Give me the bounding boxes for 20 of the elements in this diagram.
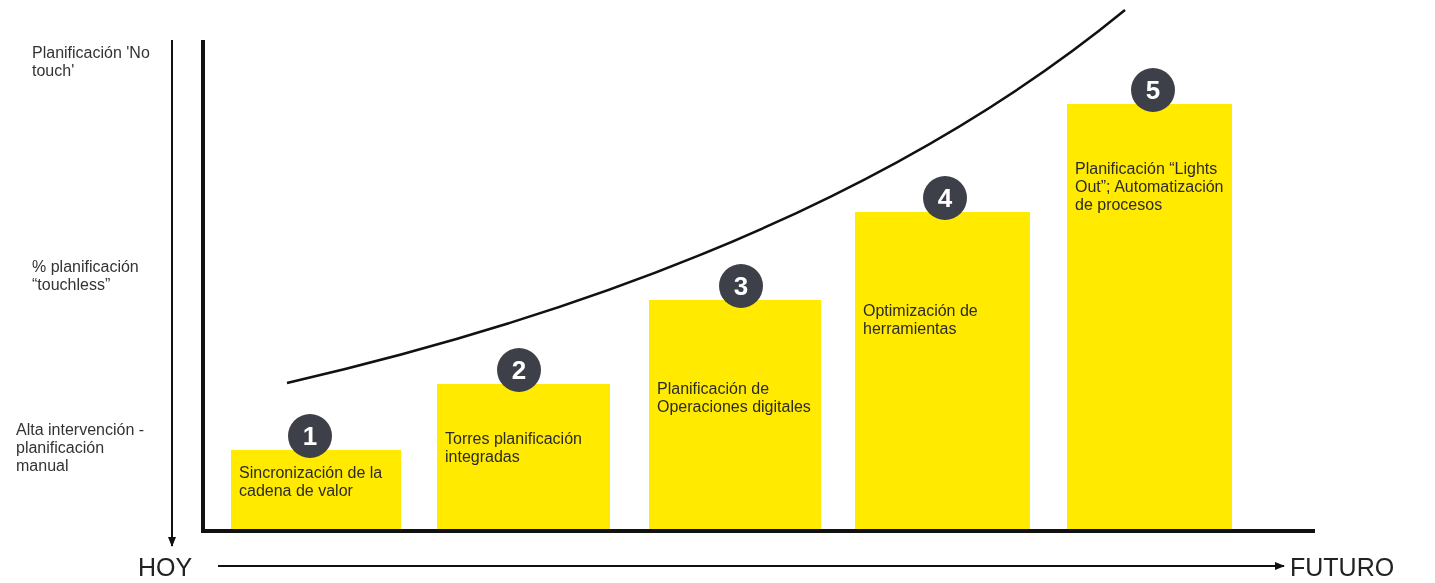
step-number-badge: 1 <box>288 414 332 458</box>
stage-bar <box>649 300 821 529</box>
stage-bar <box>437 384 610 529</box>
stage-bar <box>855 212 1030 529</box>
axis-level-label: Planificación 'No touch' <box>32 44 151 80</box>
stage-label: Planificación de Operaciones digitales <box>657 380 812 416</box>
axis-label: HOY <box>138 553 193 581</box>
stage-label: Planificación “Lights Out”; Automatización de procesos <box>1075 160 1225 214</box>
stage-bar <box>1067 104 1232 529</box>
axis-label: FUTURO <box>1290 553 1395 581</box>
stage-label: Optimización de herramientas <box>863 302 979 338</box>
step-number-badge: 3 <box>719 264 763 308</box>
axis-level-label: Alta intervención - planificación manual <box>16 421 146 475</box>
axis-level-label: % planificación “touchless” <box>32 258 140 294</box>
stage-label: Sincronización de la cadena de valor <box>239 464 384 500</box>
step-number-badge: 5 <box>1131 68 1175 112</box>
stage-label: Torres planificación integradas <box>445 430 583 466</box>
step-number-badge: 4 <box>923 176 967 220</box>
stage-bar <box>231 450 401 529</box>
step-number-badge: 2 <box>497 348 541 392</box>
